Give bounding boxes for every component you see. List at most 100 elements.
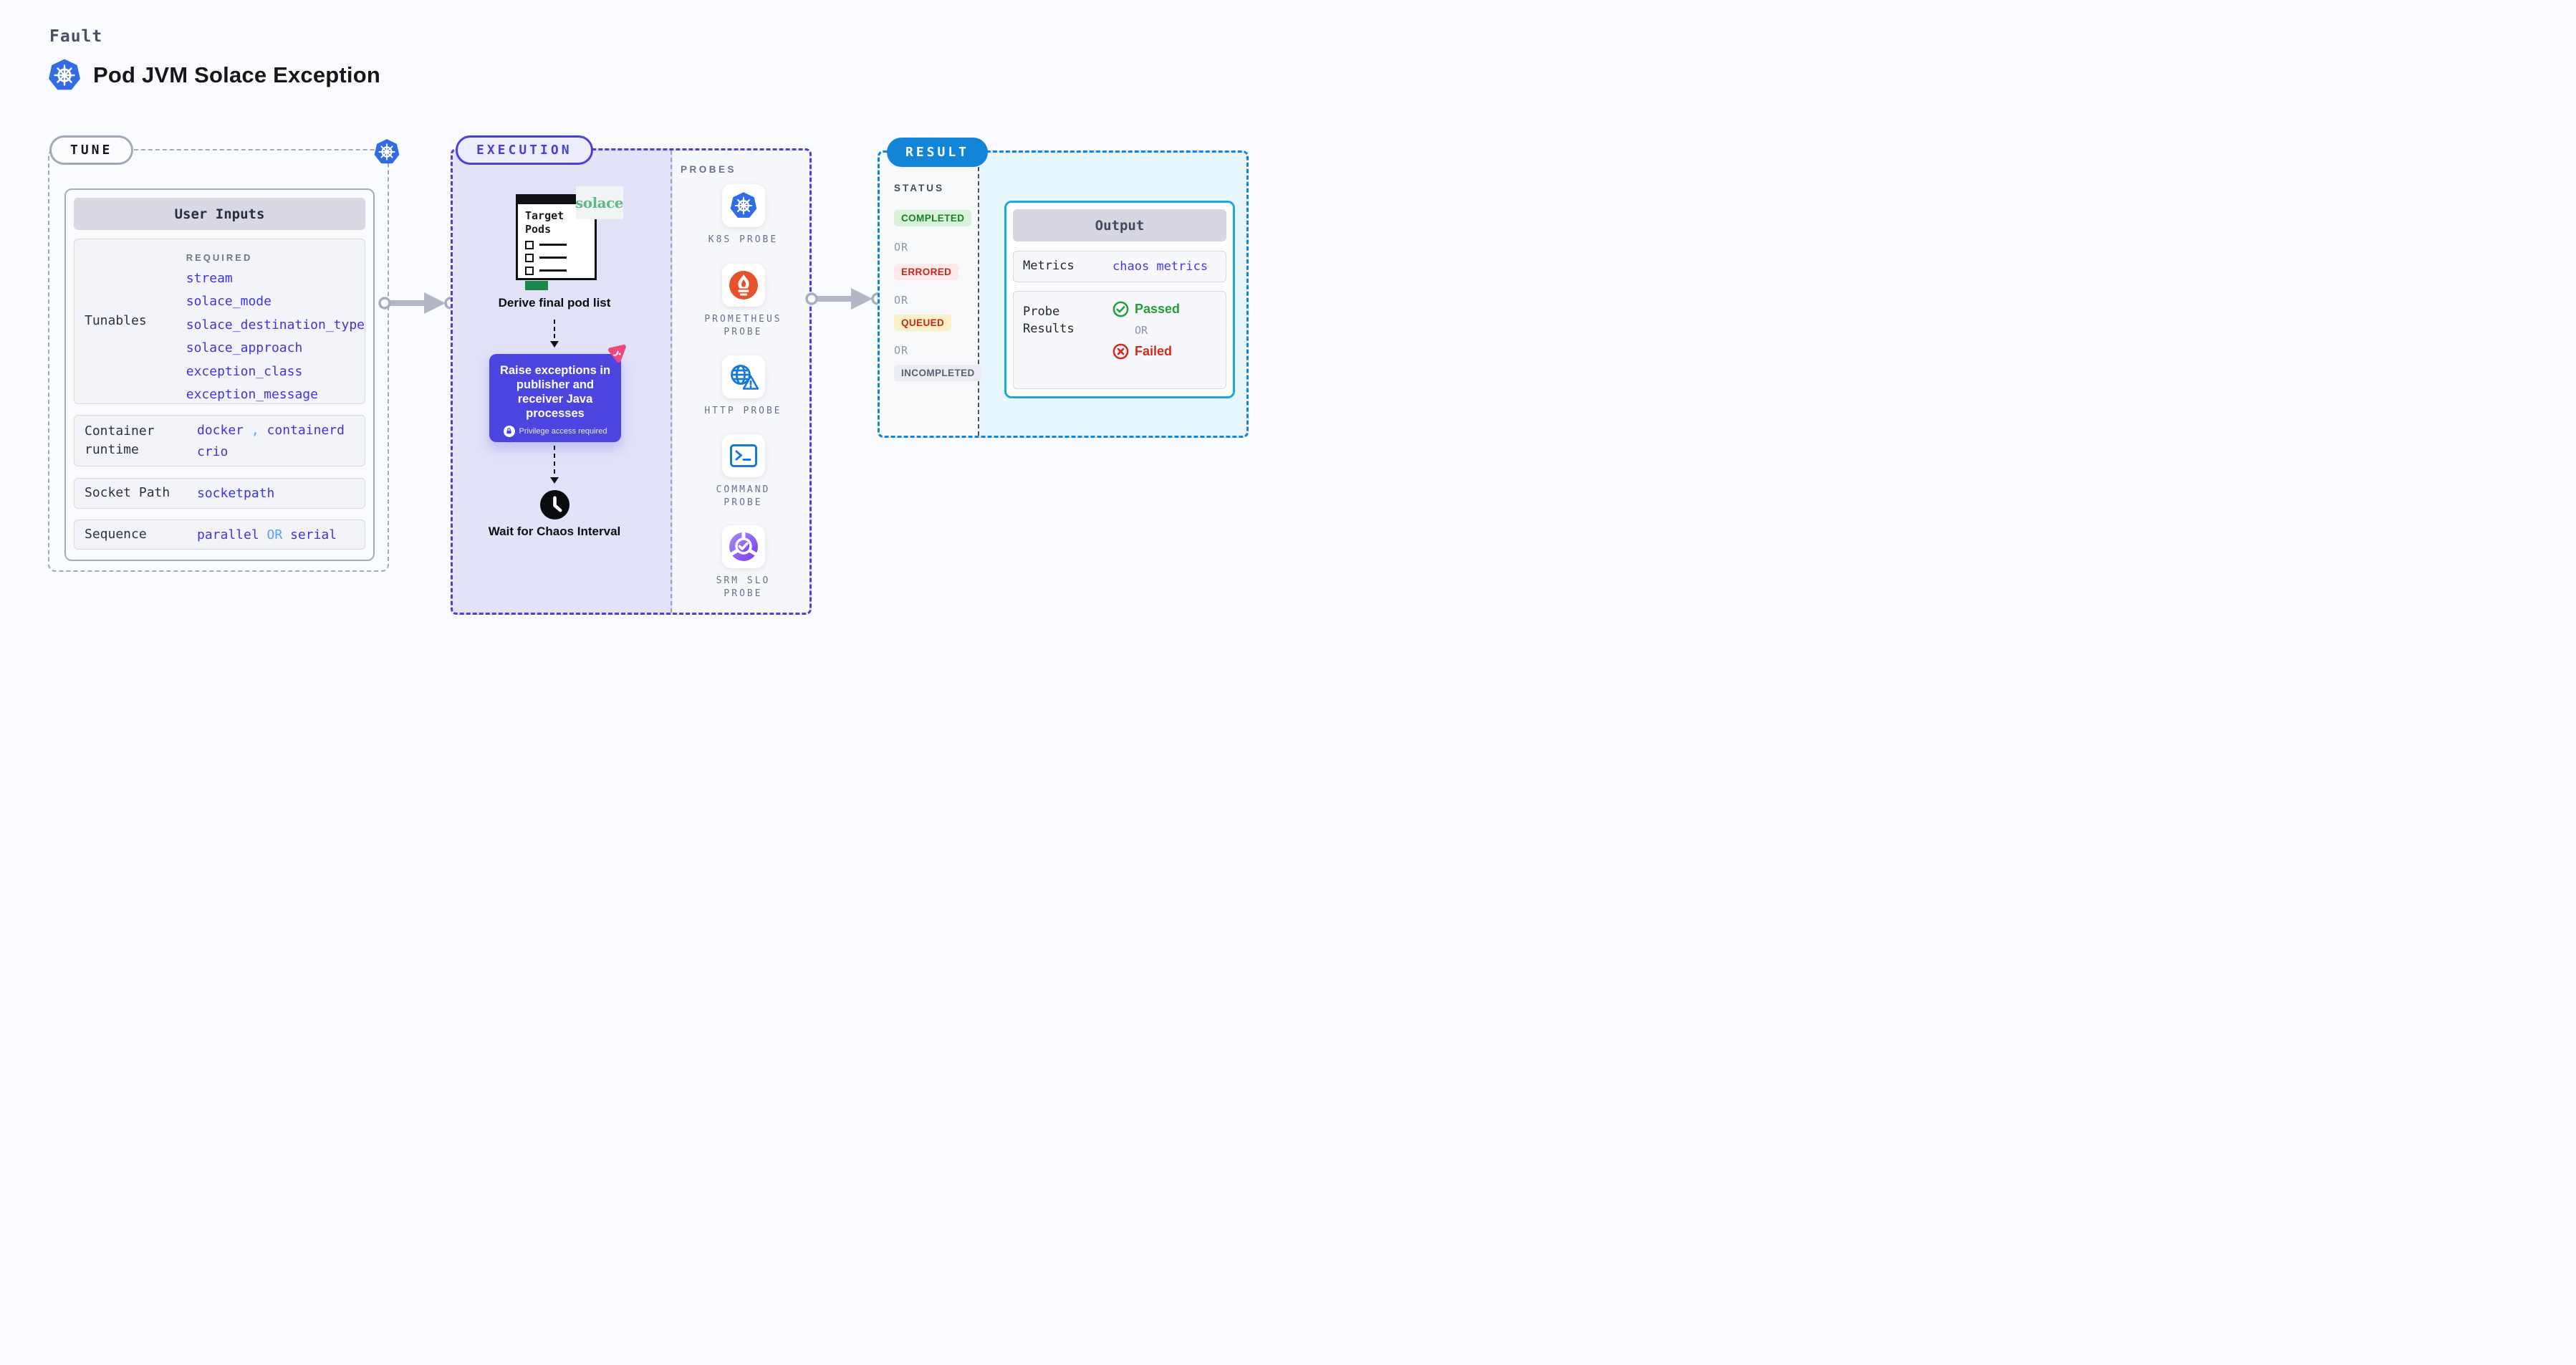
title-row: Pod JVM Solace Exception <box>47 57 380 93</box>
execution-panel: EXECUTION solace Target Pods Derive fina… <box>451 135 814 615</box>
window-titlebar <box>518 196 595 204</box>
execution-badge: EXECUTION <box>456 135 593 165</box>
sequence-label: Sequence <box>85 526 147 542</box>
runtime-values-line: docker , containerd <box>197 422 345 438</box>
clock-icon <box>540 490 569 519</box>
user-inputs-card: User Inputs Tunables REQUIRED stream sol… <box>64 188 375 561</box>
kubernetes-icon <box>373 138 400 166</box>
passed-label: Passed <box>1135 302 1181 316</box>
checkbox-icon <box>525 266 534 275</box>
flow-arrow-tune-to-execution <box>378 292 457 314</box>
tunable-item: solace_mode <box>186 294 271 310</box>
output-card: Output Metrics chaos metrics Probe Resul… <box>1004 201 1235 398</box>
sequence-value: parallel OR serial <box>197 527 337 542</box>
probe-label: HTTP PROBE <box>704 406 782 416</box>
flow-down-arrow <box>550 320 559 348</box>
check-circle-icon <box>1112 301 1129 317</box>
lock-icon <box>503 425 515 437</box>
metrics-value: chaos metrics <box>1112 259 1208 274</box>
tune-badge: TUNE <box>49 135 134 165</box>
execution-probes-divider <box>671 150 672 613</box>
result-badge: RESULT <box>887 138 989 167</box>
probe-results-label: Probe Results <box>1023 305 1075 336</box>
status-output-divider <box>978 153 979 436</box>
probe-results-values: Passed OR Failed <box>1100 292 1180 388</box>
passed-line: Passed <box>1112 301 1180 317</box>
container-runtime-row: Container runtime docker , containerd cr… <box>74 415 365 466</box>
sequence-value-wrap: parallel OR serial <box>197 520 337 549</box>
probe-label: COMMAND PROBE <box>716 484 771 509</box>
flow-arrow-execution-to-result <box>805 288 884 310</box>
socket-path-value-wrap: socketpath <box>197 479 274 508</box>
output-header: Output <box>1013 209 1226 241</box>
probe-label: K8S PROBE <box>708 234 779 245</box>
metrics-label: Metrics <box>1023 259 1075 274</box>
or-label: OR <box>1135 324 1148 337</box>
page-title: Pod JVM Solace Exception <box>93 62 381 87</box>
list-line <box>539 257 567 259</box>
container-runtime-label: Container runtime <box>85 423 155 457</box>
probe-srm-slo: SRM SLO PROBE <box>673 525 814 600</box>
litmus-chaos-icon <box>608 345 626 363</box>
tunable-item: stream <box>186 271 233 286</box>
or-label: OR <box>894 294 909 307</box>
probe-http: HTTP PROBE <box>673 355 814 418</box>
required-label: REQUIRED <box>186 252 253 263</box>
tunable-item: solace_destination_type <box>186 317 365 332</box>
raise-exceptions-step: Raise exceptions in publisher and receiv… <box>489 354 621 442</box>
terminal-icon <box>721 434 765 477</box>
status-badge-incompleted: INCOMPLETED <box>894 365 982 381</box>
runtime-value-crio: crio <box>197 444 229 459</box>
tunables-row: Tunables REQUIRED stream solace_mode sol… <box>74 239 365 404</box>
socket-path-value: socketpath <box>197 486 275 501</box>
tunables-list: REQUIRED stream solace_mode solace_desti… <box>186 239 365 403</box>
wait-chaos-interval-label: Wait for Chaos Interval <box>488 525 621 538</box>
target-pods-title: Target Pods <box>525 209 564 236</box>
tune-panel: TUNE User Inputs Tunables REQUIRED strea… <box>48 135 389 572</box>
socket-path-row: Socket Path socketpath <box>74 478 365 509</box>
probe-label: PROMETHEUS PROBE <box>704 314 782 338</box>
probe-command: COMMAND PROBE <box>673 434 814 509</box>
privilege-note-row: Privilege access required <box>496 425 614 437</box>
tunable-item: exception_message <box>186 386 318 402</box>
privilege-note: Privilege access required <box>519 426 607 436</box>
tunable-item: exception_class <box>186 363 303 379</box>
socket-path-label: Socket Path <box>85 485 170 501</box>
result-panel: RESULT STATUS COMPLETED OR ERRORED OR QU… <box>878 138 1249 438</box>
probes-section-label: PROBES <box>681 164 737 175</box>
pod-checklist-row <box>525 240 595 249</box>
fault-eyebrow: Fault <box>49 27 103 46</box>
status-badge-errored: ERRORED <box>894 264 959 280</box>
raise-exceptions-text: Raise exceptions in publisher and receiv… <box>499 364 611 421</box>
tunable-item: solace_approach <box>186 340 303 356</box>
status-label: STATUS <box>894 183 944 193</box>
pod-checklist-row <box>525 266 595 275</box>
solace-logo: solace <box>575 186 624 219</box>
probe-k8s: K8S PROBE <box>673 184 814 246</box>
or-label: OR <box>894 241 909 254</box>
list-line <box>539 244 567 246</box>
container-runtime-values: docker , containerd crio <box>197 416 345 466</box>
kubernetes-icon <box>721 184 765 227</box>
checkbox-icon <box>525 253 534 262</box>
tunables-label: Tunables <box>85 313 147 329</box>
derive-pod-list-label: Derive final pod list <box>498 296 611 310</box>
probe-prometheus: PROMETHEUS PROBE <box>673 264 814 339</box>
checkbox-icon <box>525 240 534 249</box>
metrics-row: Metrics chaos metrics <box>1013 251 1226 282</box>
status-badge-completed: COMPLETED <box>894 210 972 226</box>
pod-checklist-row <box>525 253 595 262</box>
failed-label: Failed <box>1135 344 1173 358</box>
failed-line: Failed <box>1112 343 1180 360</box>
diagram-canvas: Fault Pod JVM Solace Exception TUNE User… <box>0 0 1288 682</box>
user-inputs-header: User Inputs <box>74 198 365 230</box>
list-line <box>539 269 567 272</box>
probe-results-row: Probe Results Passed OR <box>1013 291 1226 389</box>
flow-down-arrow <box>550 446 559 484</box>
slo-donut-check-icon <box>721 525 765 568</box>
prometheus-icon <box>721 264 765 307</box>
status-badge-queued: QUEUED <box>894 315 952 331</box>
sequence-row: Sequence parallel OR serial <box>74 519 365 550</box>
green-button <box>525 280 548 290</box>
x-circle-icon <box>1112 343 1129 360</box>
